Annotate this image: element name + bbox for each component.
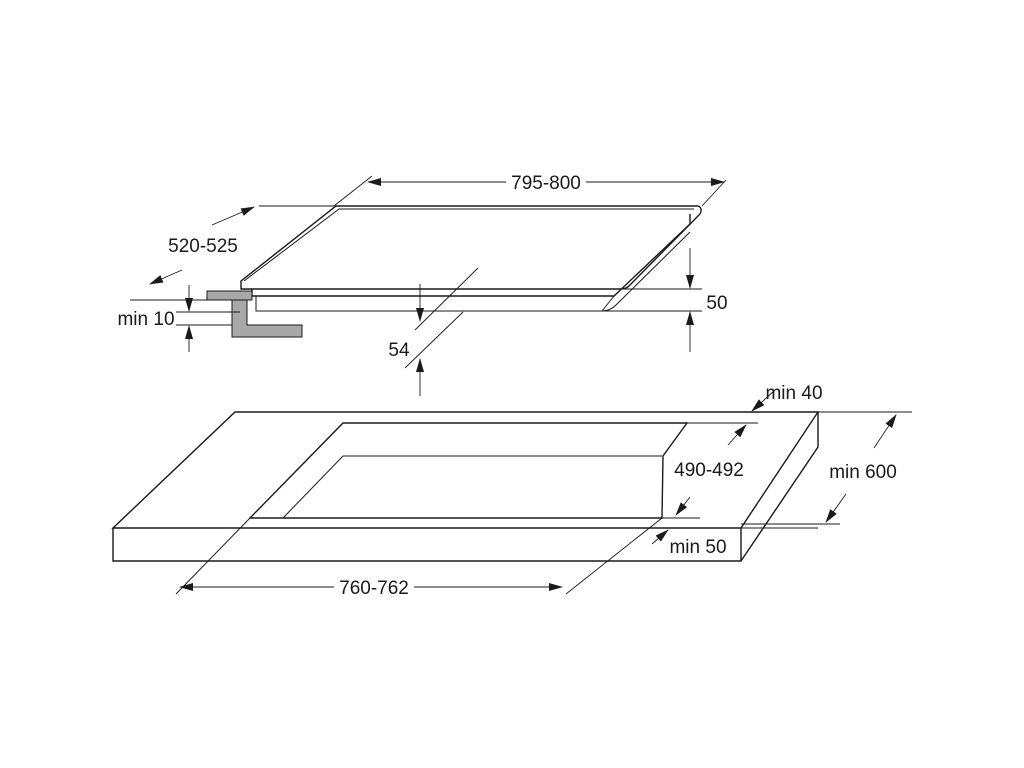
hob-top-surface bbox=[240, 205, 702, 290]
cutout-depth-label: 490-492 bbox=[674, 460, 744, 481]
hob-height-label: 50 bbox=[706, 293, 727, 314]
hob-body bbox=[251, 214, 691, 297]
front-margin-label: min 50 bbox=[669, 537, 726, 558]
hob-depth-label: 520-525 bbox=[168, 236, 238, 257]
rear-margin-dimension: min 40 bbox=[751, 383, 823, 412]
worktop-drawing bbox=[111, 411, 820, 562]
bracket-clearance-label: min 10 bbox=[117, 309, 174, 330]
hob-width-dimension: 795-800 bbox=[333, 173, 727, 207]
mounting-bracket bbox=[206, 290, 303, 338]
cutout-width-dimension: 760-762 bbox=[175, 517, 663, 599]
hob-clearance-label: 54 bbox=[388, 340, 410, 361]
bracket-clearance-dimension: min 10 bbox=[117, 285, 240, 352]
worktop-depth-label: min 600 bbox=[829, 462, 897, 483]
worktop-front-face bbox=[112, 528, 742, 562]
worktop-depth-dimension: min 600 bbox=[741, 411, 912, 525]
front-margin-dimension: min 50 bbox=[651, 527, 818, 558]
hob-depth-dimension: 520-525 bbox=[130, 205, 334, 301]
hob-drawing bbox=[240, 205, 702, 312]
hob-width-label: 795-800 bbox=[511, 173, 581, 194]
cutout-width-label: 760-762 bbox=[339, 578, 409, 599]
cutout-depth-dimension: 490-492 bbox=[662, 422, 758, 519]
worktop-side-face bbox=[740, 412, 819, 562]
hob-clearance-dimension: 54 bbox=[388, 267, 479, 396]
rear-margin-label: min 40 bbox=[765, 383, 822, 404]
hob-height-dimension: 50 bbox=[602, 248, 728, 352]
worktop-cutout bbox=[248, 422, 689, 519]
